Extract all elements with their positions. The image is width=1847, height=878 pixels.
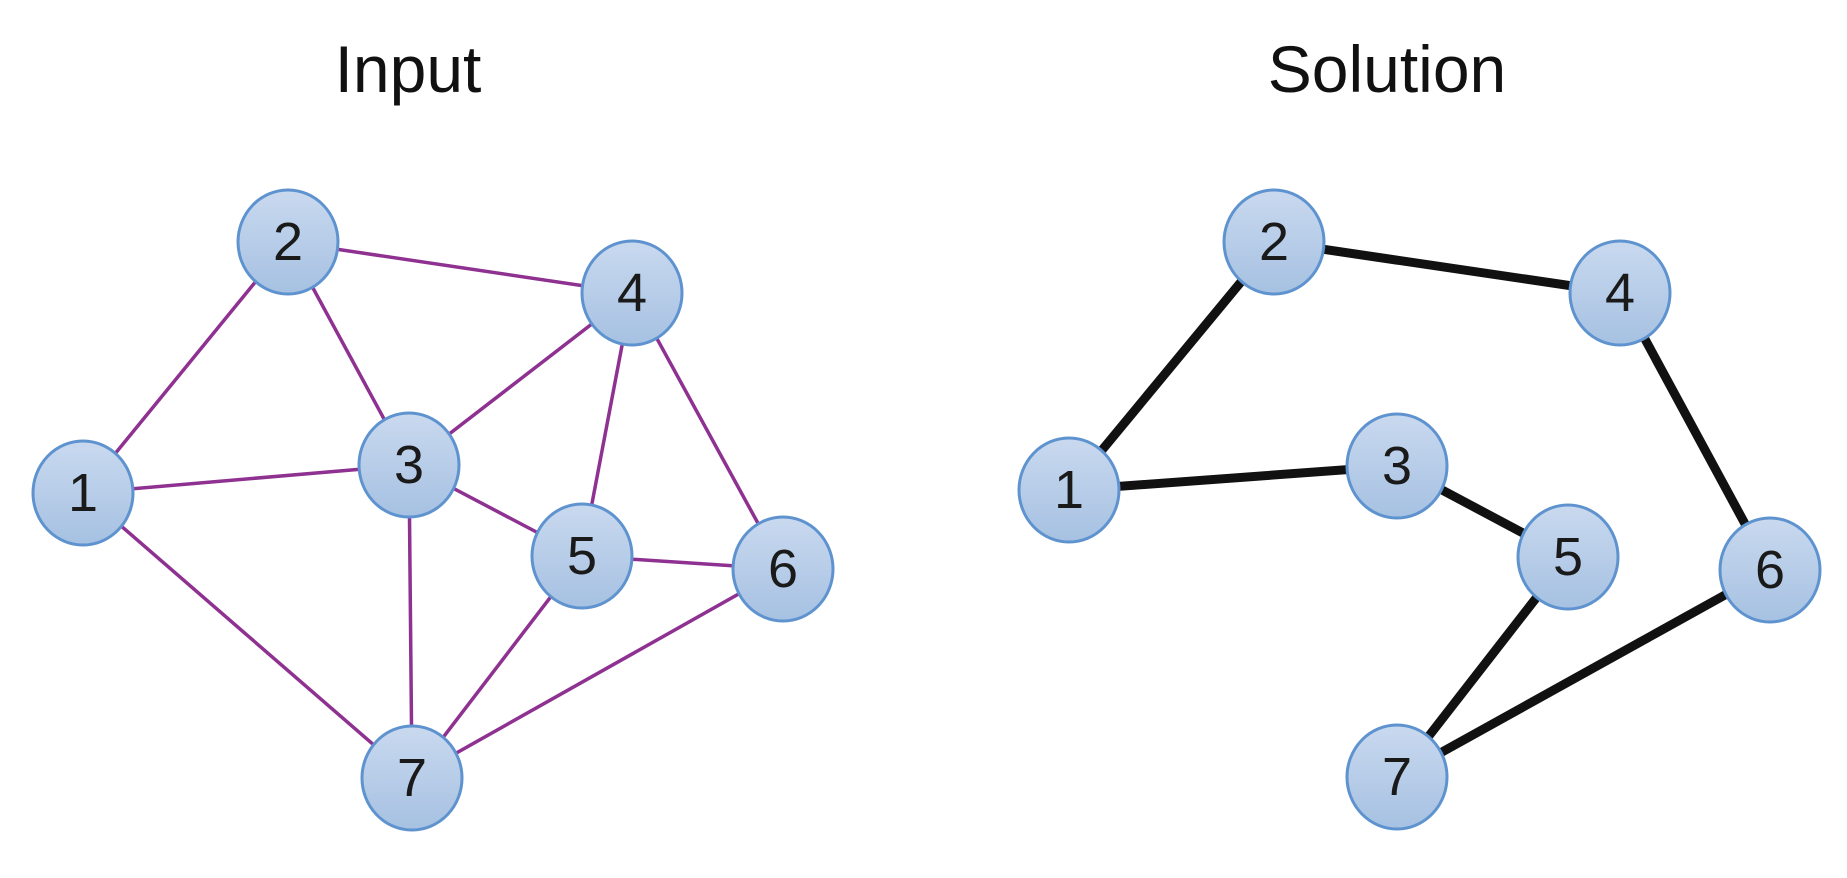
solution-node-4-circle	[1568, 239, 1672, 347]
input-node-5: 5	[530, 502, 634, 610]
solution-title: Solution	[1268, 32, 1507, 106]
input-node-4-circle	[580, 239, 684, 347]
solution-node-6-circle	[1718, 516, 1822, 624]
solution-node-7-circle	[1345, 723, 1449, 831]
solution-node-3: 3	[1345, 412, 1449, 520]
solution-node-7: 7	[1345, 723, 1449, 831]
input-edge-2-4	[287, 240, 633, 295]
solution-node-1: 1	[1017, 436, 1121, 544]
input-node-5-circle	[530, 502, 634, 610]
input-node-4: 4	[580, 239, 684, 347]
input-edge-1-7	[81, 491, 414, 780]
solution-edge-1-2	[1065, 239, 1278, 493]
solution-edge-2-4	[1273, 237, 1621, 298]
solution-node-5: 5	[1516, 503, 1620, 611]
input-node-7: 7	[360, 724, 464, 832]
input-edge-6-7	[411, 567, 784, 780]
solution-node-3-circle	[1345, 412, 1449, 520]
solution-node-1-circle	[1017, 436, 1121, 544]
input-node-7-circle	[360, 724, 464, 832]
input-title: Input	[335, 32, 482, 106]
solution-node-5-circle	[1516, 503, 1620, 611]
input-node-2: 2	[236, 188, 340, 296]
input-node-6-circle	[731, 515, 835, 623]
input-node-1-circle	[31, 439, 135, 547]
input-node-3-circle	[357, 411, 461, 519]
input-node-6: 6	[731, 515, 835, 623]
solution-edge-3-1	[1068, 461, 1398, 495]
solution-node-6: 6	[1718, 516, 1822, 624]
input-node-3: 3	[357, 411, 461, 519]
solution-node-2-circle	[1222, 188, 1326, 296]
input-node-2-circle	[236, 188, 340, 296]
input-node-1: 1	[31, 439, 135, 547]
input-edge-1-3	[82, 463, 410, 495]
input-edge-1-2	[81, 240, 290, 495]
solution-node-4: 4	[1568, 239, 1672, 347]
solution-edge-6-7	[1394, 566, 1773, 781]
solution-node-2: 2	[1222, 188, 1326, 296]
